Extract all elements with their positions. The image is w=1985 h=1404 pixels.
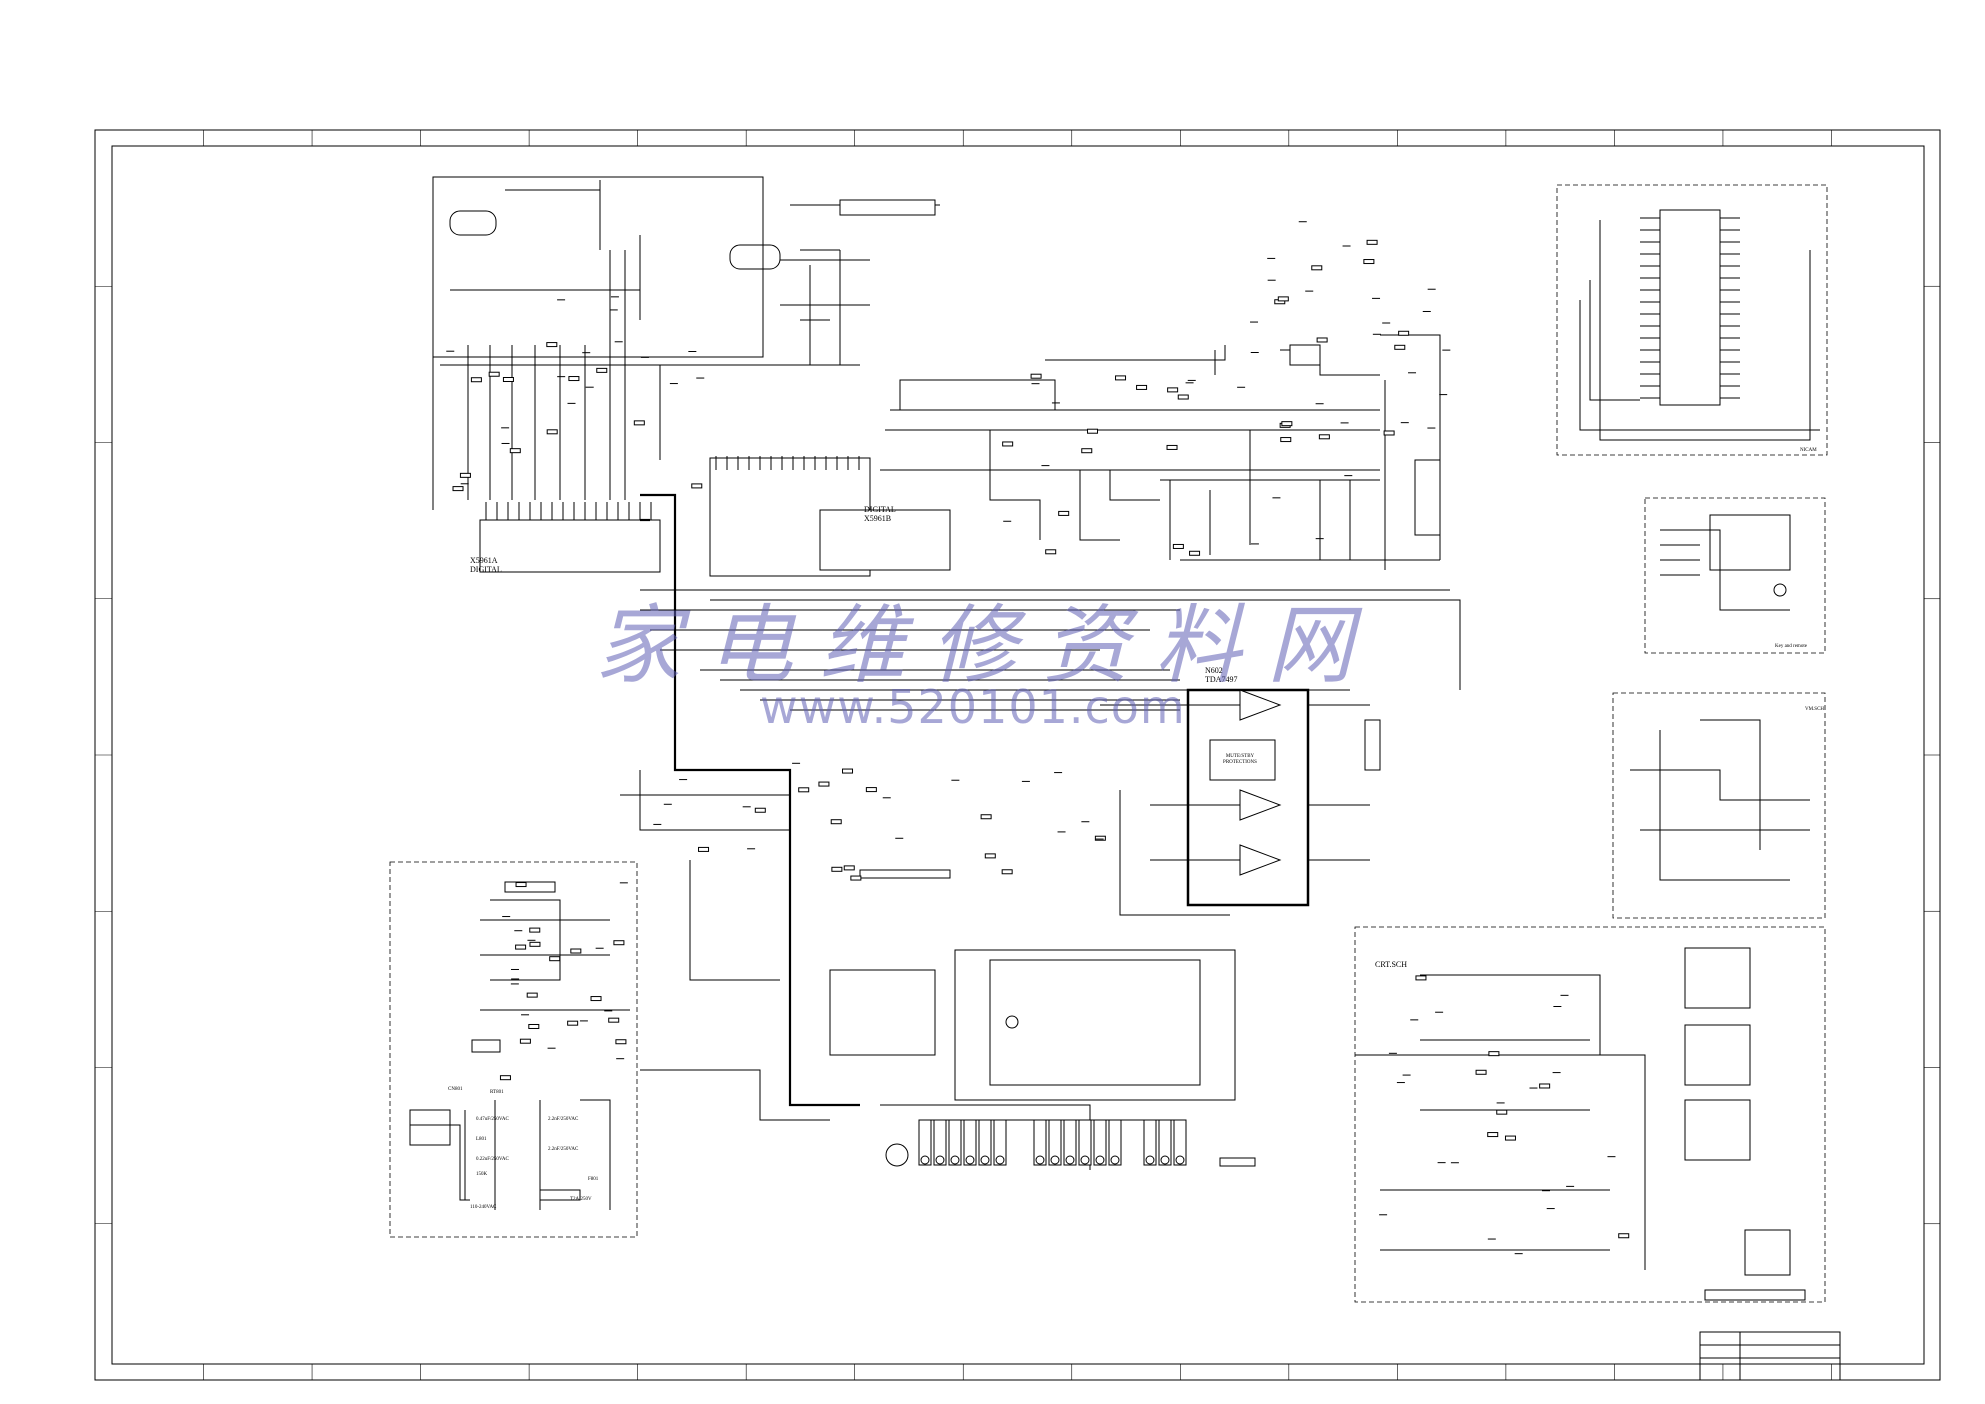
r801-label: 150K [476, 1172, 488, 1177]
vm-label: VM.SCH [1805, 707, 1824, 712]
tuner-section [432, 176, 940, 510]
av-connector-section [620, 770, 1256, 1170]
drawing-frame [94, 129, 1941, 1381]
fuse-label: F801 [588, 1177, 599, 1182]
key-remote-label: Key and remote [1775, 644, 1808, 649]
fuse-rating: T2A/250V [570, 1197, 592, 1202]
video-if-section [640, 334, 1461, 711]
component-markings [446, 221, 1630, 1255]
crt-section: CRT.SCH [1354, 926, 1826, 1303]
c803-label: 2.2nF/250VAC [548, 1117, 579, 1122]
c801-label: 0.47uF/250VAC [476, 1117, 509, 1122]
key-remote-section: Key and remote [1644, 497, 1826, 654]
power-supply-section: CN801 RT801 0.47uF/250VAC L801 0.22uF/25… [389, 861, 638, 1238]
nicam-section: NICAM [1556, 184, 1828, 456]
input-label: 110-240VAC [470, 1205, 497, 1210]
title-block [1699, 1331, 1841, 1381]
l801-label: L801 [476, 1137, 487, 1142]
cn801-label: CN801 [448, 1087, 463, 1092]
c802-label: 0.22uF/250VAC [476, 1157, 509, 1162]
rt801-label: RT801 [490, 1090, 504, 1095]
vm-section: VM.SCH [1612, 692, 1826, 919]
main-bus-path [640, 493, 860, 1107]
nicam-label: NICAM [1800, 448, 1817, 453]
crt-label: CRT.SCH [1375, 960, 1407, 969]
c804-label: 2.2nF/250VAC [548, 1147, 579, 1152]
